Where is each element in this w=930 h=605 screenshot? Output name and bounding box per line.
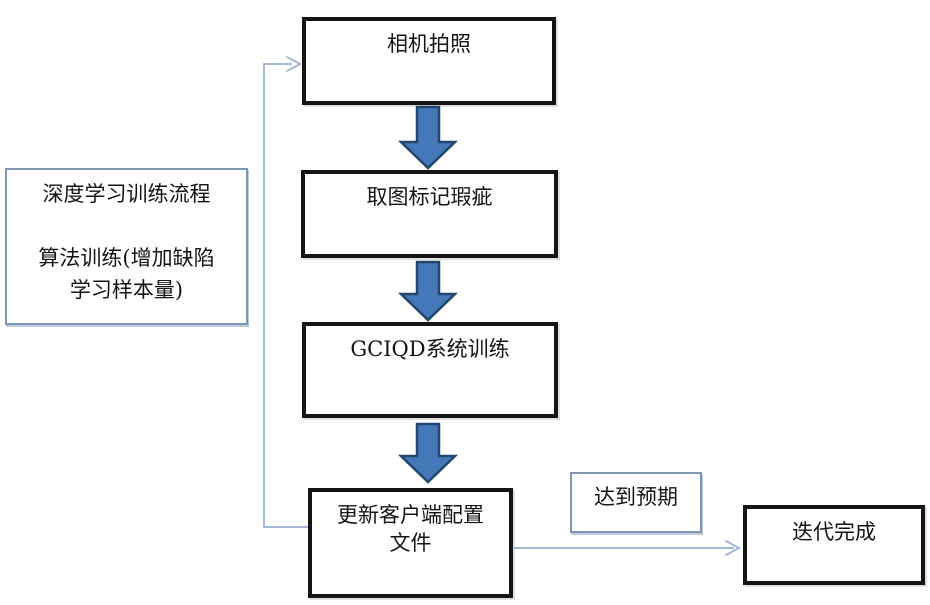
node-camera-capture: 相机拍照 <box>302 17 556 105</box>
note-line-1: 深度学习训练流程 <box>42 182 211 206</box>
note-line-2: 算法训练(增加缺陷 <box>38 246 215 270</box>
node-mark-defects-label: 取图标记瑕疵 <box>366 185 493 209</box>
down-block-arrow-2-icon <box>397 260 459 322</box>
feedback-connector-line <box>263 63 308 528</box>
done-arrowhead-icon <box>725 540 741 556</box>
node-mark-defects: 取图标记瑕疵 <box>301 170 558 258</box>
note-line-3: 学习样本量) <box>69 278 184 302</box>
label-expectation-met-text: 达到预期 <box>594 485 678 509</box>
node-system-training: GCIQD系统训练 <box>302 322 558 418</box>
node-system-training-label: GCIQD系统训练 <box>350 337 510 361</box>
down-block-arrow-3-icon <box>397 422 459 484</box>
node-update-config-label-line2: 文件 <box>389 531 432 555</box>
down-block-arrow-1-icon <box>397 105 459 170</box>
note-blank-line <box>7 210 246 242</box>
node-iteration-done-label: 迭代完成 <box>792 520 876 544</box>
node-update-config: 更新客户端配置 文件 <box>308 488 513 598</box>
node-iteration-done: 迭代完成 <box>743 505 925 585</box>
note-deep-learning-process: 深度学习训练流程 算法训练(增加缺陷 学习样本量) <box>5 168 248 325</box>
node-camera-capture-label: 相机拍照 <box>387 32 471 56</box>
label-expectation-met: 达到预期 <box>570 472 702 533</box>
feedback-arrowhead-icon <box>286 56 302 72</box>
node-update-config-label-line1: 更新客户端配置 <box>337 503 484 527</box>
